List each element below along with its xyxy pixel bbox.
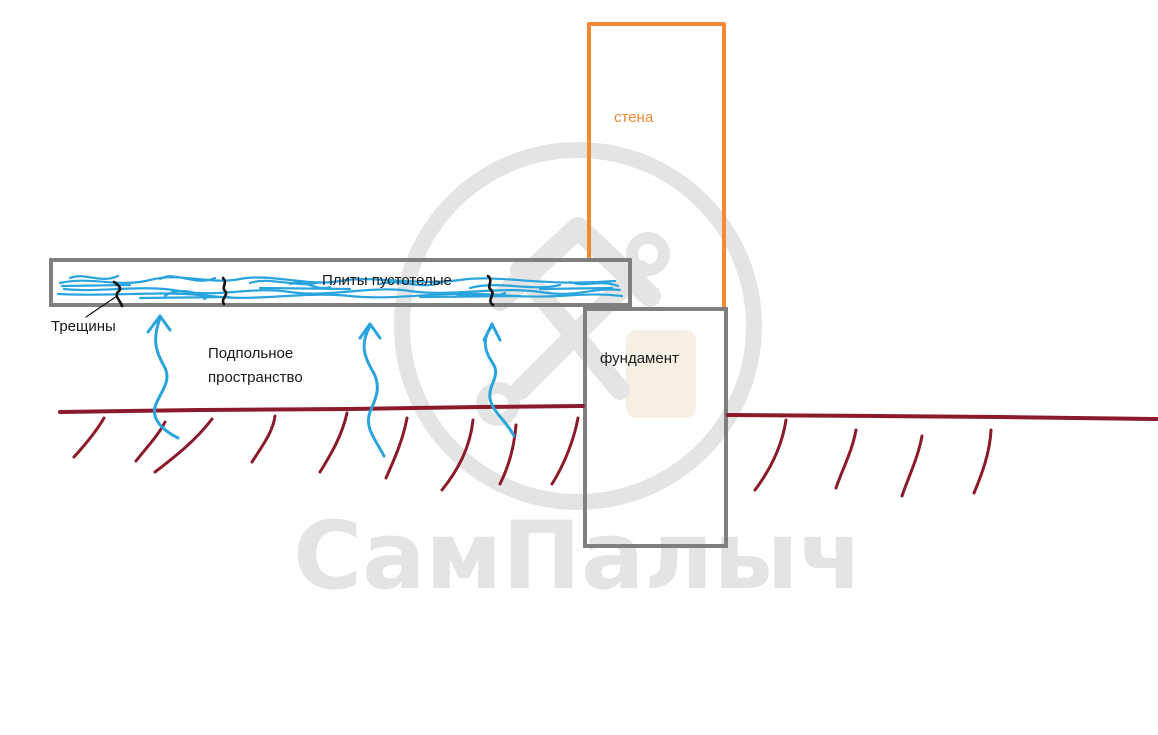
underfloor-label-line1: Подпольное [208, 345, 293, 362]
watermark-ring [394, 142, 762, 510]
foundation-outline [583, 307, 728, 548]
wall: стена [587, 22, 726, 310]
crack-2 [221, 276, 228, 306]
moisture-arrows [146, 314, 516, 458]
ground [58, 404, 1158, 498]
ground-hatching [72, 411, 993, 498]
slab-moisture-scribble [56, 274, 624, 301]
crack-1 [112, 280, 124, 308]
wall-label: стена [614, 109, 654, 126]
wavy-arrow-up-icon [358, 322, 386, 458]
slab-outline [49, 258, 632, 307]
wavy-arrow-up-icon [482, 322, 516, 438]
watermark-text: СамПалыч [293, 502, 863, 611]
cracks-label: Трещины [51, 318, 116, 335]
watermark: СамПалыч [293, 142, 863, 611]
underfloor-space-label: Подпольное пространство [208, 345, 303, 386]
house-tools-icon [476, 217, 696, 426]
wall-outline [587, 22, 726, 310]
foundation-label: фундамент [600, 350, 679, 367]
hollow-core-slab: Плиты пустотелые [49, 258, 632, 307]
underfloor-label-line2: пространство [208, 369, 303, 386]
cracks: Трещины [51, 274, 495, 335]
slab-label: Плиты пустотелые [322, 272, 452, 289]
wavy-arrow-up-icon [146, 314, 180, 440]
ground-line-left [58, 404, 585, 414]
ground-line-right [726, 413, 1158, 421]
foundation: фундамент [583, 307, 728, 548]
cracks-leader [85, 295, 118, 318]
crack-3 [486, 274, 495, 307]
